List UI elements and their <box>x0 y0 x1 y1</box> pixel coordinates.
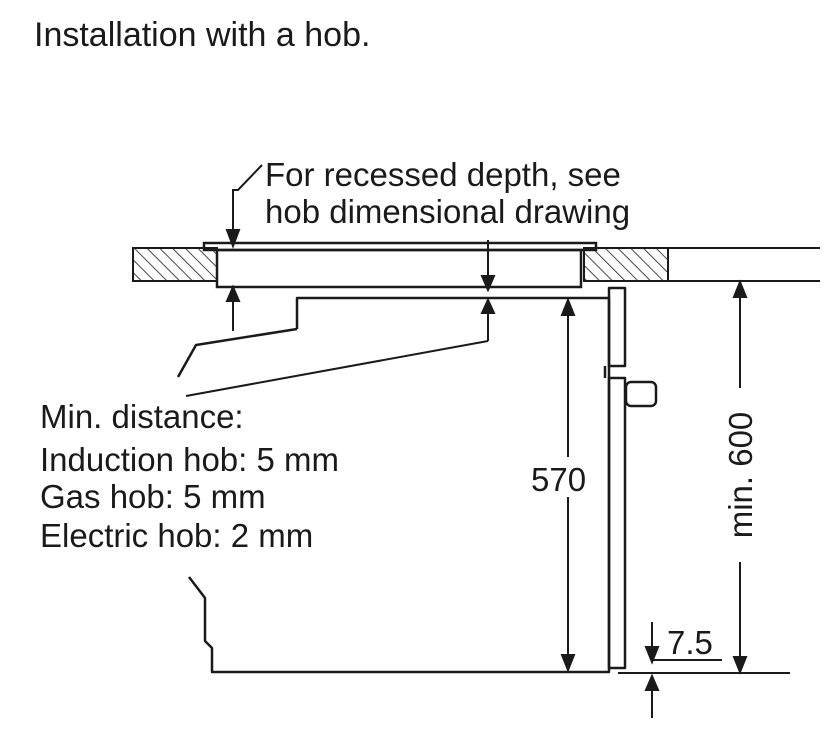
cabinet-height-label: min. 600 <box>722 412 759 539</box>
min-distance-title: Min. distance: <box>40 398 244 435</box>
recess-note-line1: For recessed depth, see <box>265 156 621 193</box>
min-distance-induction: Induction hob: 5 mm <box>40 441 339 478</box>
recess-note-line2: hob dimensional drawing <box>265 193 630 230</box>
hob-gap-arrows <box>185 240 496 397</box>
diagram-heading: Installation with a hob. <box>34 16 370 54</box>
recess-depth-leader <box>225 164 263 249</box>
hob <box>202 241 598 289</box>
oven-body <box>176 296 611 674</box>
oven-height-label: 570 <box>531 461 586 498</box>
min-distance-electric: Electric hob: 2 mm <box>40 517 313 554</box>
oven-height-label-bg <box>529 457 605 497</box>
worktop <box>132 247 820 282</box>
base-gap-dimension <box>644 622 722 718</box>
oven-door <box>603 286 658 670</box>
base-gap-label: 7.5 <box>667 624 713 661</box>
min-distance-gas: Gas hob: 5 mm <box>40 478 266 515</box>
cabinet-height-dimension <box>618 279 790 675</box>
